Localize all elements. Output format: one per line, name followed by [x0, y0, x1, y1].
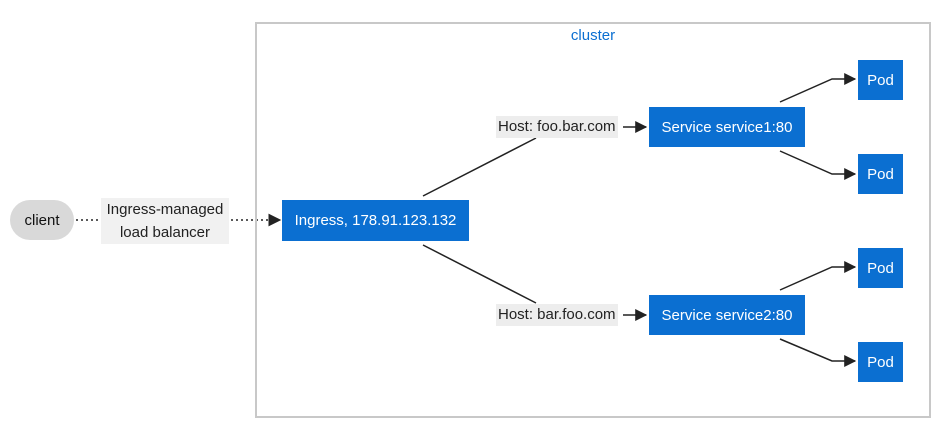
client-node: client	[10, 200, 74, 240]
pod-node: Pod	[858, 342, 903, 382]
edge-service2-pod4	[779, 338, 857, 367]
cluster-label: cluster	[570, 27, 616, 44]
edge-service2-pod3	[779, 261, 857, 291]
host-label-bar: Host: bar.foo.com	[496, 304, 618, 326]
host-label-foo: Host: foo.bar.com	[496, 116, 618, 138]
edge-service1-pod1	[779, 73, 857, 103]
service1-node: Service service1:80	[649, 107, 805, 147]
cluster-boundary	[255, 22, 931, 418]
load-balancer-label-line1: Ingress-managed	[106, 201, 224, 218]
load-balancer-label: Ingress-managed load balancer	[101, 198, 229, 244]
ingress-node: Ingress, 178.91.123.132	[282, 200, 469, 241]
edge-ingress-host2	[422, 244, 537, 304]
edge-ingress-host1	[422, 137, 537, 197]
edge-service1-pod2	[779, 150, 857, 180]
pod-node: Pod	[858, 154, 903, 194]
pod-node: Pod	[858, 60, 903, 100]
load-balancer-label-line2: load balancer	[119, 224, 211, 241]
service2-node: Service service2:80	[649, 295, 805, 335]
pod-node: Pod	[858, 248, 903, 288]
